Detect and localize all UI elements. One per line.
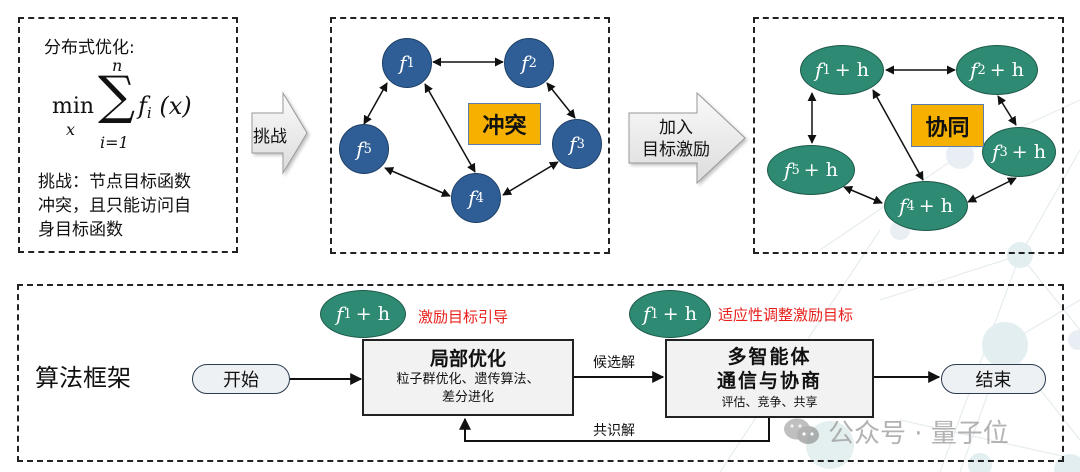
- formula-func: f: [138, 92, 147, 120]
- local-optimization-box: 局部优化 粒子群优化、遗传算法、 差分进化: [362, 339, 574, 416]
- incentive-note-left: 激励目标引导: [418, 308, 509, 326]
- multi-agent-box: 多智能体 通信与协商 评估、竞争、共享: [665, 339, 874, 418]
- framework-title: 算法框架: [35, 364, 131, 392]
- edge-f2h-f3h: [997, 95, 1017, 126]
- formula-arg: (x): [159, 92, 192, 120]
- objective-formula: min x n ∑ i=1 fi (x): [50, 56, 210, 155]
- edge-consensus: [459, 417, 770, 442]
- incentive-arrow-label: 加入 目标激励: [636, 117, 716, 161]
- wechat-icon: [784, 418, 819, 444]
- conflict-panel: [330, 17, 610, 254]
- end-node: 结束: [941, 364, 1046, 394]
- edge-f1-f4: [424, 83, 476, 173]
- framework-panel: [17, 284, 1064, 462]
- multi-agent-subtitle: 评估、竞争、共享: [721, 395, 818, 409]
- edge-f3h-f4h: [967, 177, 1017, 203]
- edge-f2-f3: [546, 82, 576, 119]
- incentive-arrow-line2: 目标激励: [642, 140, 710, 160]
- incentive-arrow-line1: 加入: [659, 118, 693, 138]
- edge-f3-f4: [502, 161, 559, 196]
- watermark-text: 公众号 · 量子位: [828, 419, 1009, 449]
- edge-f4-f5: [384, 167, 451, 197]
- start-node: 开始: [192, 364, 290, 394]
- problem-title: 分布式优化:: [44, 38, 135, 58]
- multi-agent-title-line1: 多智能体: [727, 346, 812, 368]
- formula-func-sub: i: [146, 104, 152, 122]
- challenge-text: 挑战：节点目标函数 冲突，且只能访问自 身目标函数: [38, 170, 191, 242]
- challenge-line: 身目标函数: [38, 220, 123, 240]
- watermark: 公众号 · 量子位: [782, 413, 1009, 450]
- edge-f4h-f5h: [843, 185, 883, 205]
- edge-f5-f1: [363, 82, 388, 125]
- consensus-solution-label: 共识解: [593, 423, 635, 439]
- challenge-arrow-label: 挑战: [253, 127, 287, 147]
- formula-min-sub: x: [66, 120, 76, 139]
- formula-term: fi (x): [138, 92, 192, 122]
- multi-agent-title-line2: 通信与协商: [716, 370, 822, 392]
- conflict-badge: 冲突: [468, 103, 541, 145]
- formula-sum-upper: n: [112, 56, 123, 75]
- cooperation-panel: [753, 17, 1064, 254]
- local-optimization-title: 局部优化: [429, 348, 506, 370]
- problem-panel: [18, 17, 238, 253]
- formula-sum-lower: i=1: [100, 133, 129, 152]
- incentive-note-right: 适应性调整激励目标: [718, 306, 854, 324]
- edge-f1h-f4h: [872, 89, 924, 181]
- local-optimization-line1: 粒子群优化、遗传算法、: [396, 372, 540, 387]
- sigma-symbol: ∑: [98, 66, 136, 126]
- local-optimization-line2: 差分进化: [441, 390, 494, 405]
- candidate-solution-label: 候选解: [593, 355, 635, 371]
- challenge-line: 冲突，且只能访问自: [38, 196, 191, 216]
- cooperation-badge: 协同: [911, 104, 984, 147]
- challenge-line: 挑战：节点目标函数: [38, 172, 191, 192]
- formula-min: min: [52, 94, 95, 119]
